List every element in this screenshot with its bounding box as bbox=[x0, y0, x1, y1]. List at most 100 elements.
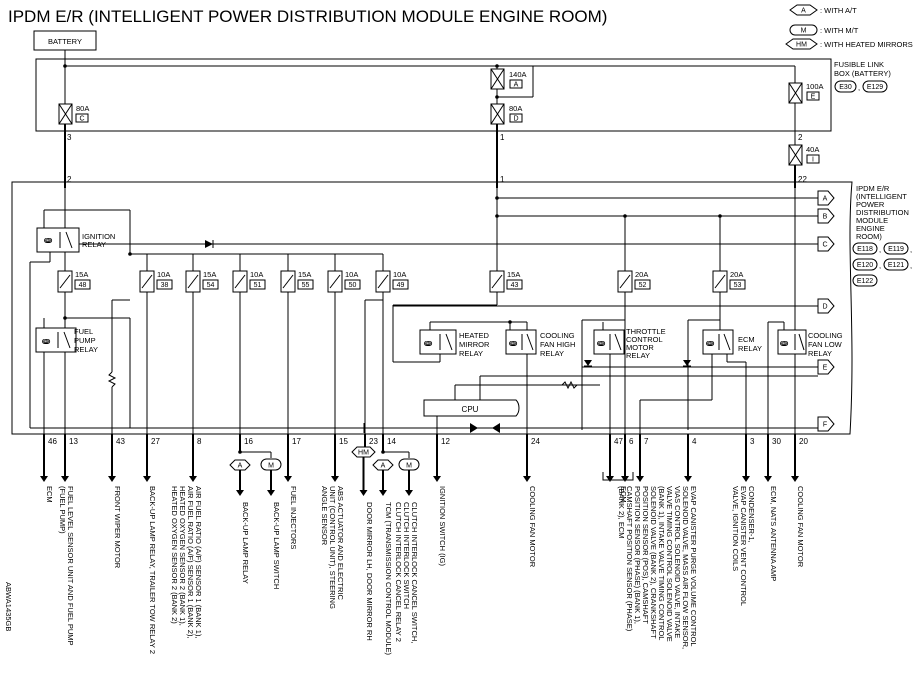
ecm-relay-coil-icon: ↈ bbox=[706, 339, 715, 348]
fuse-38-amp: 10A bbox=[157, 270, 170, 279]
output-label-47-6-0: ECM bbox=[619, 486, 628, 503]
cooling-fan-low-relay-coil-icon: ↈ bbox=[780, 339, 789, 348]
legend-m-tag bbox=[789, 24, 818, 36]
fl-80a-c-idbox bbox=[75, 113, 89, 123]
throttle-relay-coil-icon: ↈ bbox=[597, 339, 606, 348]
throttle-relay-label-4: RELAY bbox=[626, 351, 650, 360]
heated-mirror-relay-label-2: MIRROR bbox=[459, 340, 490, 349]
cooling-fan-high-relay-label-1: COOLING bbox=[540, 331, 575, 340]
ignition-relay: ↈ IGNITION RELAY bbox=[36, 227, 115, 253]
output-label-13-1: (FUEL PUMP) bbox=[58, 486, 67, 534]
legend-a-code: A bbox=[801, 8, 806, 15]
output-pin-27: 27 bbox=[143, 434, 160, 482]
fl-100a-e-id: E bbox=[811, 94, 816, 101]
off-page-C: C bbox=[817, 236, 835, 252]
output-label-15-0: ABS ACTUATOR AND ELECTRIC bbox=[336, 486, 345, 600]
jpin-2a: 2 bbox=[798, 133, 803, 142]
output-label-14M-2: CLUTCH INTERLOCK CANCEL RELAY 2 bbox=[394, 502, 403, 642]
output-label-46-0: ECM bbox=[45, 486, 54, 503]
output-label-27-0: BACK-UP LAMP RELAY, TRAILER TOW RELAY 2 bbox=[148, 486, 157, 654]
pin-14-number: 14 bbox=[387, 437, 396, 446]
output-option-tags: A M HM A M bbox=[229, 446, 420, 471]
pin-23-number: 23 bbox=[369, 437, 378, 446]
output-label-8-3: HEATED OXYGEN SENSOR 2 (BANK 2) bbox=[170, 486, 179, 624]
svg-text:POWER: POWER bbox=[856, 200, 885, 209]
svg-text:M: M bbox=[406, 463, 412, 470]
figure-code: ABWA1435GB bbox=[4, 582, 13, 631]
throttle-control-motor-relay: ↈ THROTTLE CONTROL MOTOR RELAY bbox=[593, 327, 666, 360]
ignition-relay-label-1: IGNITION bbox=[82, 232, 115, 241]
output-label-16M-0: BACK-UP LAMP SWITCH bbox=[272, 502, 281, 589]
throttle-relay-label-2: CONTROL bbox=[626, 335, 663, 344]
output-label-4-0: EVAP CANISTER PURGE VOLUME CONTROL bbox=[689, 486, 698, 647]
cooling-fan-high-relay-label-3: RELAY bbox=[540, 349, 564, 358]
fuel-pump-relay: ↈ FUEL PUMP RELAY bbox=[35, 327, 98, 354]
svg-text:,: , bbox=[910, 245, 912, 254]
output-pin-14: 14 bbox=[382, 434, 396, 452]
fl-140a-id: A bbox=[514, 82, 519, 89]
pin-24-number: 24 bbox=[531, 437, 540, 446]
fl-140a-amp: 140A bbox=[509, 70, 527, 79]
cpu-block bbox=[423, 399, 520, 417]
jpin-22: 22 bbox=[798, 175, 807, 184]
svg-text:,: , bbox=[879, 245, 881, 254]
svg-text:E119: E119 bbox=[888, 246, 904, 253]
cooling-fan-high-relay: ↈ COOLING FAN HIGH RELAY bbox=[505, 329, 575, 358]
connector-e129 bbox=[862, 80, 888, 93]
legend-m-text: : WITH M/T bbox=[820, 26, 859, 35]
throttle-relay-label-3: MOTOR bbox=[626, 343, 654, 352]
output-label-4-6: POSITION SENSOR (POS), CAMSHAFT bbox=[641, 486, 650, 624]
svg-text:,: , bbox=[858, 83, 860, 92]
output-label-4-9: (BANK 2), ECM bbox=[617, 486, 626, 539]
output-label-24-0: COOLING FAN MOTOR bbox=[528, 486, 537, 568]
output-label-23-0: DOOR MIRROR LH, DOOR MIRROR RH bbox=[365, 502, 374, 641]
ipdm-er-outline bbox=[11, 181, 853, 435]
output-label-4-3: VALVE TIMING CONTROL SOLENOID VALVE bbox=[665, 486, 674, 642]
legend: A : WITH A/T M : WITH M/T HM : WITH HEAT… bbox=[785, 4, 913, 50]
output-label-8-1: AIR FUEL RATIO (A/F) SENSOR 1 (BANK 2), bbox=[186, 486, 195, 639]
output-label-20-0: COOLING FAN MOTOR bbox=[796, 486, 805, 568]
pin-8-number: 8 bbox=[197, 437, 202, 446]
cooling-fan-low-relay: ↈ COOLING FAN LOW RELAY bbox=[777, 329, 843, 358]
off-page-D-label: D bbox=[822, 304, 827, 311]
fusible-link-140a: 140A A bbox=[490, 68, 527, 90]
tag-a-16 bbox=[229, 459, 251, 471]
jpin-1a: 1 bbox=[500, 133, 505, 142]
pin-3-number: 3 bbox=[750, 437, 755, 446]
svg-text:ENGINE: ENGINE bbox=[856, 224, 885, 233]
fuel-pump-relay-label-2: PUMP bbox=[74, 336, 96, 345]
throttle-relay-label-1: THROTTLE bbox=[626, 327, 666, 336]
ecm-relay-label-1: ECM bbox=[738, 335, 755, 344]
off-page-F: F bbox=[817, 416, 835, 432]
svg-text:M: M bbox=[268, 463, 274, 470]
output-pin-12: 12 bbox=[433, 434, 450, 482]
fl-80a-d-amp: 80A bbox=[509, 104, 522, 113]
svg-text:ROOM): ROOM) bbox=[856, 232, 882, 241]
ecm-relay: ↈ ECM RELAY bbox=[702, 329, 762, 355]
pin-17-number: 17 bbox=[292, 437, 301, 446]
output-label-4-8: CAMSHAFT POSITION SENSOR (PHASE) bbox=[625, 486, 634, 632]
heated-mirror-relay-coil-icon: ↈ bbox=[424, 339, 433, 348]
pin-16-number: 16 bbox=[244, 437, 253, 446]
fuse-43-amp: 15A bbox=[507, 270, 520, 279]
fusible-link-80a-c: 80A C bbox=[58, 103, 89, 125]
fuse-53-amp: 20A bbox=[730, 270, 743, 279]
output-label-4-1: SOLENOID VALVE, MASS AIR FLOW SENSOR, bbox=[681, 486, 690, 649]
pin-15-number: 15 bbox=[339, 437, 348, 446]
fuse-51-number: 51 bbox=[254, 282, 262, 289]
output-pin-46: 46 bbox=[40, 434, 57, 482]
pin-43-number: 43 bbox=[116, 437, 125, 446]
pin-46-number: 46 bbox=[48, 437, 57, 446]
jpin-2b: 2 bbox=[67, 175, 72, 184]
fusible-link-80a-d: 80A D bbox=[490, 103, 523, 125]
svg-text:A: A bbox=[381, 463, 386, 470]
output-pin-3: 3 bbox=[742, 434, 755, 482]
svg-text:E118: E118 bbox=[857, 246, 873, 253]
output-label-14M-0: CLUTCH INTERLOCK CANCEL SWITCH, bbox=[410, 502, 419, 643]
pin-30-number: 30 bbox=[772, 437, 781, 446]
